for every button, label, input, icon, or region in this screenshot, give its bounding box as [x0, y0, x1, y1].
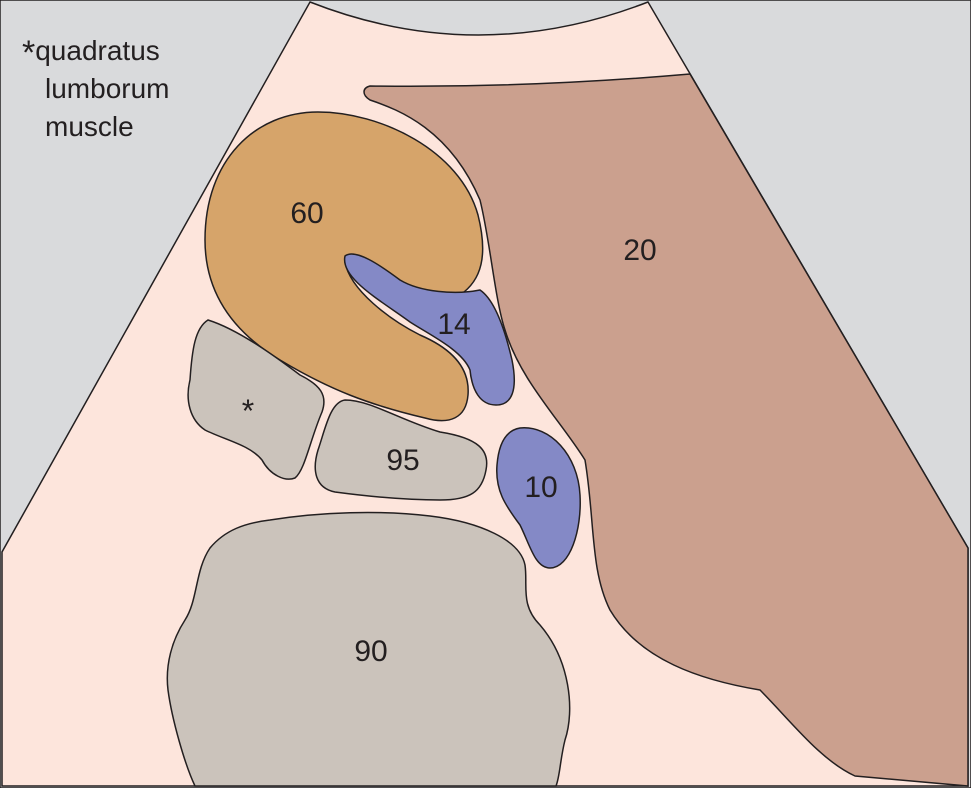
region-60 — [204, 111, 484, 422]
vessel-14 — [343, 253, 516, 406]
legend-line-3: muscle — [45, 111, 134, 142]
label-20: 20 — [623, 234, 656, 267]
legend-line-2: lumborum — [45, 73, 170, 104]
label-10: 10 — [524, 471, 557, 504]
asterisk-marker: * — [242, 393, 254, 429]
legend: *quadratus lumborum muscle — [22, 30, 169, 146]
region-20 — [363, 73, 969, 787]
structure-90 — [166, 511, 571, 787]
label-14: 14 — [437, 308, 470, 341]
quadratus-lumborum-region — [187, 319, 325, 480]
legend-asterisk: * — [22, 34, 36, 72]
structure-95 — [314, 399, 488, 501]
label-60: 60 — [290, 197, 323, 230]
vessel-10 — [496, 427, 581, 569]
legend-line-1: quadratus — [35, 35, 160, 66]
label-95: 95 — [386, 444, 419, 477]
label-90: 90 — [354, 635, 387, 668]
